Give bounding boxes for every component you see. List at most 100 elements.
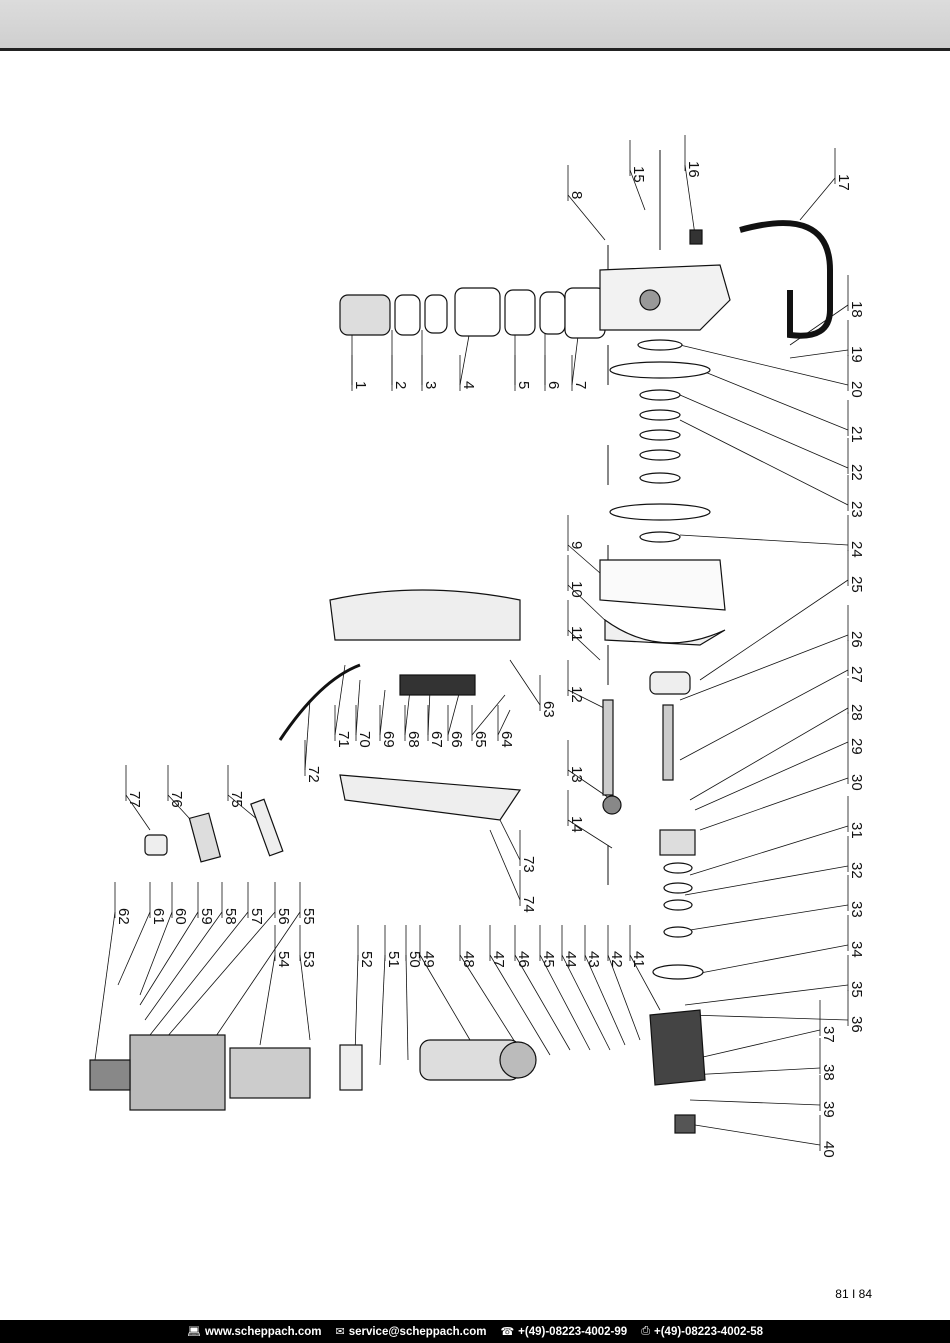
callout-label-64: 64 — [498, 731, 515, 748]
callout-label-50: 50 — [406, 951, 423, 968]
leader-line-15 — [629, 169, 646, 211]
leader-line-50 — [405, 954, 409, 1061]
housing-9 — [599, 559, 726, 611]
leader-line-74 — [489, 829, 521, 901]
callout-label-73: 73 — [520, 856, 537, 873]
callout-label-18: 18 — [848, 301, 865, 318]
leader-line-61 — [117, 911, 151, 986]
washer-26 — [639, 472, 681, 484]
callout-label-37: 37 — [820, 1026, 837, 1043]
callout-label-24: 24 — [848, 541, 865, 558]
phone-icon: ☎︎ — [500, 1326, 515, 1338]
leader-line-24 — [679, 534, 849, 546]
chuck-part-2 — [394, 294, 421, 336]
callout-label-51: 51 — [385, 951, 402, 968]
callout-label-4: 4 — [460, 381, 477, 389]
leader-line-60 — [139, 911, 173, 996]
cap-77 — [144, 834, 168, 856]
ring-33 — [663, 899, 693, 911]
footer-website[interactable]: 💻︎ www.scheppach.com — [187, 1325, 322, 1339]
leader-line-14 — [567, 819, 613, 849]
callout-label-49: 49 — [420, 951, 437, 968]
callout-label-63: 63 — [540, 701, 557, 718]
callout-label-41: 41 — [630, 951, 647, 968]
disc-34 — [652, 964, 704, 980]
callout-label-33: 33 — [848, 901, 865, 918]
ring-34 — [663, 926, 693, 938]
side-handle — [739, 220, 833, 339]
motor-housing-55 — [129, 1034, 226, 1111]
washer-22 — [639, 389, 681, 401]
leader-line-34 — [689, 944, 849, 976]
callout-label-3: 3 — [422, 381, 439, 389]
knob-40 — [674, 1114, 696, 1134]
leader-line-64 — [497, 709, 511, 736]
email-text: service@scheppach.com — [348, 1325, 487, 1338]
callout-label-46: 46 — [515, 951, 532, 968]
callout-label-56: 56 — [275, 908, 292, 925]
callout-label-13: 13 — [568, 766, 585, 783]
mail-icon: ✉︎ — [335, 1326, 345, 1338]
callout-label-29: 29 — [848, 738, 865, 755]
leader-line-42 — [607, 954, 641, 1041]
leader-line-4 — [459, 329, 471, 386]
callout-label-48: 48 — [460, 951, 477, 968]
leader-line-8 — [567, 194, 606, 241]
washer-28 — [639, 531, 681, 543]
ring-52 — [339, 1044, 363, 1091]
bearing-25 — [649, 671, 691, 695]
leader-line-25 — [699, 579, 849, 681]
callout-label-61: 61 — [150, 908, 167, 925]
washer-24 — [639, 429, 681, 441]
callout-label-54: 54 — [275, 951, 292, 968]
leader-line-22 — [679, 394, 849, 469]
callout-label-7: 7 — [572, 381, 589, 389]
callout-label-34: 34 — [848, 941, 865, 958]
callout-label-25: 25 — [848, 576, 865, 593]
housing-bolt — [639, 289, 661, 311]
chuck-part-5 — [504, 289, 536, 336]
callout-label-5: 5 — [515, 381, 532, 389]
callout-label-39: 39 — [820, 1101, 837, 1118]
callout-label-65: 65 — [472, 731, 489, 748]
leader-line-39 — [689, 1099, 821, 1106]
callout-label-35: 35 — [848, 981, 865, 998]
shaft-12 — [602, 699, 614, 796]
callout-label-32: 32 — [848, 862, 865, 879]
callout-label-45: 45 — [540, 951, 557, 968]
gear-13 — [602, 795, 622, 815]
callout-label-16: 16 — [685, 161, 702, 178]
chuck-part-6 — [539, 291, 566, 335]
leader-line-44 — [561, 954, 611, 1051]
callout-label-11: 11 — [568, 626, 585, 642]
callout-label-47: 47 — [490, 951, 507, 968]
handle-lower-73 — [339, 774, 522, 821]
callout-label-71: 71 — [335, 731, 352, 748]
leader-line-54 — [259, 954, 276, 1046]
callout-label-69: 69 — [380, 731, 397, 748]
callout-label-12: 12 — [568, 686, 585, 703]
leader-line-23 — [679, 419, 849, 506]
leader-line-66 — [447, 689, 461, 736]
callout-label-44: 44 — [562, 951, 579, 968]
washer-21 — [609, 361, 711, 379]
callout-label-58: 58 — [222, 908, 239, 925]
leader-line-26 — [679, 634, 849, 701]
callout-label-77: 77 — [126, 791, 143, 808]
leader-line-47 — [489, 954, 551, 1056]
switch-67 — [399, 674, 476, 696]
leader-line-35 — [684, 984, 849, 1006]
leader-line-70 — [355, 679, 361, 736]
footer-fax: ⎙︎ +(49)-08223-4002-58 — [641, 1325, 763, 1338]
callout-label-23: 23 — [848, 501, 865, 518]
gear-housing — [599, 264, 731, 331]
power-cable-72 — [278, 663, 361, 741]
leader-line-29 — [694, 741, 849, 811]
callout-label-38: 38 — [820, 1064, 837, 1081]
leader-line-59 — [139, 911, 199, 1006]
leader-line-51 — [379, 954, 386, 1066]
leader-line-45 — [539, 954, 591, 1051]
leader-line-77 — [125, 794, 151, 831]
footer-email[interactable]: ✉︎ service@scheppach.com — [335, 1325, 487, 1339]
